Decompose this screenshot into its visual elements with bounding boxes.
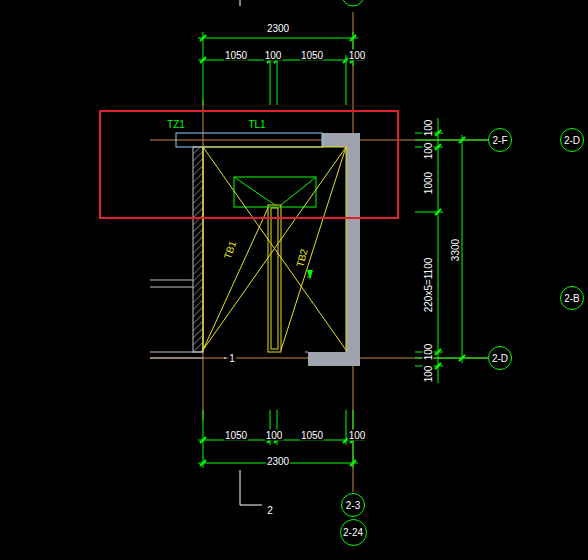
dimension-label: 1050 xyxy=(224,50,248,61)
dimension-label: 1050 xyxy=(300,50,324,61)
dimension-label: 100 xyxy=(264,50,283,61)
dimension-label: 1 xyxy=(228,353,236,364)
dimension-label: 3300 xyxy=(450,238,461,262)
grid-label: 2-D xyxy=(492,353,508,364)
dimension-label: 220x5=1100 xyxy=(423,257,434,314)
grid-bubble: 2-3 xyxy=(341,493,365,517)
dimension-label: 100 xyxy=(348,430,367,441)
dimension-label: 100 xyxy=(265,430,284,441)
dimension-label: 100 xyxy=(423,365,434,384)
grid-label: 2-B xyxy=(564,293,580,304)
dimension-label: 100 xyxy=(423,119,434,138)
grid-bubble: 2-D xyxy=(560,128,584,152)
grid-label: 2-F xyxy=(493,135,508,146)
dimension-label: 1000 xyxy=(423,171,434,195)
grid-label: 2-24 xyxy=(343,527,363,538)
grid-bubble: 2-24 xyxy=(340,519,367,546)
grid-bubble: 2-B xyxy=(560,286,584,310)
dimension-label: 100 xyxy=(423,343,434,362)
dimension-label: 1050 xyxy=(300,430,324,441)
dimension-label: TL1 xyxy=(247,119,266,130)
dimension-label: 1050 xyxy=(224,430,248,441)
grid-bubble: 2-D xyxy=(488,346,512,370)
grid-label: 2-D xyxy=(564,135,580,146)
dimension-label: 100 xyxy=(423,142,434,161)
dimension-label: 100 xyxy=(348,50,367,61)
dimension-label: 2300 xyxy=(266,23,290,34)
dimension-label: 2 xyxy=(266,505,274,516)
grid-label: 2-3 xyxy=(346,500,360,511)
dimension-label: 2300 xyxy=(266,456,290,467)
grid-bubble: 2-F xyxy=(488,128,512,152)
dimension-label: TB1 xyxy=(221,239,238,262)
dimension-label: TZ1 xyxy=(166,119,186,130)
